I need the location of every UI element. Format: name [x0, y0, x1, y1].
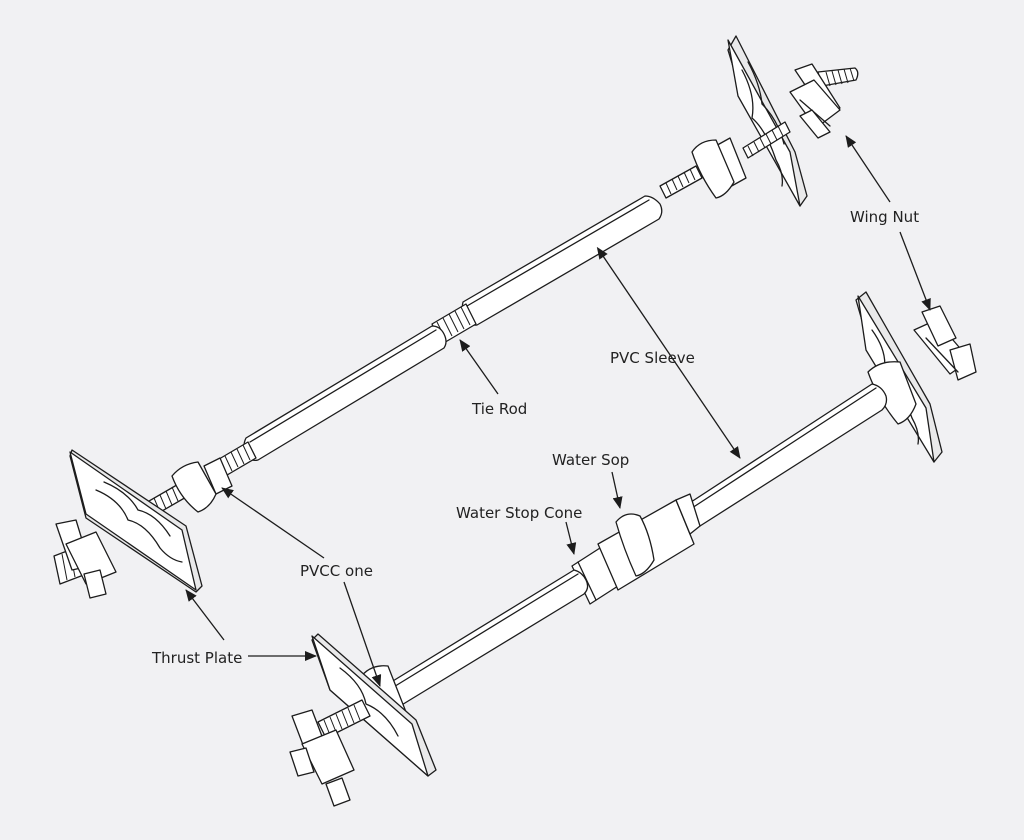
pvc-sleeve-lower-left [385, 569, 589, 708]
wing-nut-lower-left [289, 709, 355, 807]
arrow-water-stop-cone [565, 521, 577, 555]
thrust-plate-lower-left [311, 633, 437, 777]
arrow-tie-rod [459, 339, 499, 395]
label-pvc-cone: PVCC one [300, 562, 373, 580]
pvc-cone-upper-right [691, 137, 747, 199]
arrow-pvc-sleeve [596, 246, 741, 459]
callout-arrows [185, 135, 931, 687]
arrow-wing-nut-lower [899, 231, 931, 311]
pvc-sleeve-lower-right [685, 383, 888, 528]
water-stop [597, 493, 701, 591]
arrow-pvc-cone-lower [343, 581, 382, 687]
wing-nut-lower-right [913, 305, 977, 381]
label-wing-nut: Wing Nut [850, 208, 919, 226]
tie-rod-thread-upper-right [659, 121, 791, 199]
label-thrust-plate: Thrust Plate [151, 649, 242, 667]
wing-nut-upper-left [53, 519, 117, 599]
pvc-sleeve-upper-right [461, 195, 663, 326]
pvc-cone-upper-left [171, 457, 233, 513]
callout-labels: Wing Nut PVC Sleeve Tie Rod Water Sop Wa… [151, 208, 919, 667]
thread-stub-upper-right [825, 67, 855, 87]
arrow-water-stop [611, 471, 623, 509]
lower-tie-assembly [289, 291, 977, 807]
label-pvc-sleeve: PVC Sleeve [610, 349, 695, 367]
arrow-pvc-cone-upper [221, 487, 325, 559]
upper-tie-assembly [53, 35, 859, 599]
pvc-sleeve-upper-left [243, 325, 447, 462]
tie-rod-thread-lower-left [317, 699, 371, 739]
arrow-thrust-plate-upper [185, 589, 225, 641]
wing-nut-upper-right [789, 63, 859, 139]
arrow-wing-nut-upper [845, 135, 891, 203]
label-tie-rod: Tie Rod [471, 400, 527, 418]
label-water-stop-cone: Water Stop Cone [456, 504, 582, 522]
label-water-stop: Water Sop [552, 451, 629, 469]
